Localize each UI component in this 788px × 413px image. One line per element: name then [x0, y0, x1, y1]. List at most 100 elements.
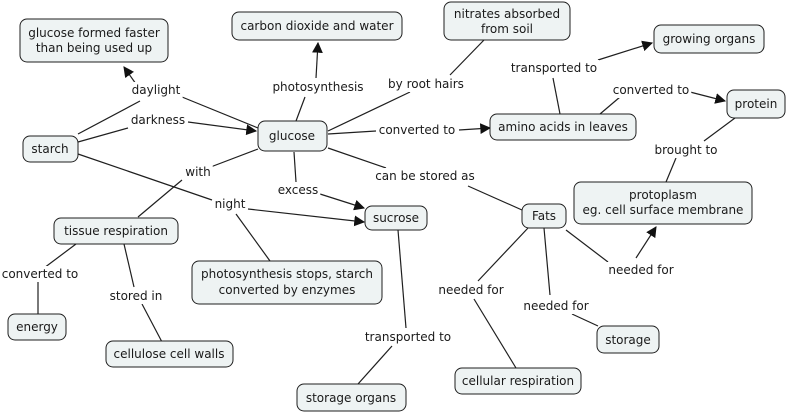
- concept-node-photosynthesis-stops[interactable]: photosynthesis stops, starch converted b…: [191, 260, 383, 305]
- link-line: [293, 151, 297, 183]
- link-line: [597, 40, 654, 61]
- link-label-can-be-stored-as: can be stored as: [375, 169, 475, 183]
- link-label-by-root-hairs: by root hairs: [388, 77, 464, 91]
- link-label-with: with: [185, 165, 210, 179]
- link-line: [565, 229, 609, 263]
- link-line: [327, 147, 387, 169]
- link-line: [635, 226, 657, 259]
- link-label-daylight: daylight: [132, 83, 181, 97]
- link-line: [327, 91, 411, 132]
- link-line: [77, 153, 213, 201]
- link-label-transported-to: transported to: [511, 61, 597, 75]
- link-line: [477, 227, 529, 282]
- link-line: [599, 96, 621, 115]
- link-label-converted-to: converted to: [379, 123, 456, 137]
- link-label-night: night: [215, 197, 246, 211]
- link-line: [467, 185, 523, 211]
- link-label-background: [376, 122, 458, 138]
- concept-label: starch: [31, 142, 68, 156]
- concept-node-energy[interactable]: energy: [7, 313, 67, 341]
- concept-label: protein: [735, 97, 778, 111]
- concept-node-carbon-dioxide-and-water[interactable]: carbon dioxide and water: [231, 11, 403, 41]
- concept-label: converted by enzymes: [219, 283, 356, 297]
- link-label-background: [128, 112, 188, 128]
- concept-node-starch[interactable]: starch: [22, 135, 79, 163]
- concept-node-growing-organs[interactable]: growing organs: [653, 24, 765, 54]
- link-label-stored-in: stored in: [110, 289, 163, 303]
- link-line: [319, 193, 366, 211]
- link-line: [123, 66, 137, 85]
- concept-label: cellular respiration: [462, 374, 574, 388]
- concept-node-storage[interactable]: storage: [596, 325, 660, 354]
- link-label-background: [386, 76, 466, 92]
- concept-node-protoplasm[interactable]: protoplasm eg. cell surface membrane: [573, 181, 753, 225]
- concept-node-nitrates[interactable]: nitrates absorbed from soil: [443, 1, 571, 41]
- concept-label: tissue respiration: [64, 224, 168, 238]
- link-line: [123, 243, 135, 288]
- link-line: [357, 345, 393, 385]
- concept-node-protein[interactable]: protein: [726, 89, 786, 119]
- link-label-brought-to: brought to: [654, 143, 717, 157]
- concept-node-cellulose-cell-walls[interactable]: cellulose cell walls: [105, 340, 234, 368]
- link-label-background: [436, 282, 506, 298]
- concept-label: amino acids in leaves: [498, 120, 628, 134]
- link-label-converted-to: converted to: [613, 83, 690, 97]
- link-line: [449, 39, 485, 76]
- concept-label: storage: [605, 333, 651, 347]
- concept-node-glucose[interactable]: glucose: [257, 120, 328, 152]
- link-line: [473, 298, 517, 369]
- link-line: [689, 91, 727, 104]
- link-label-needed-for: needed for: [608, 263, 673, 277]
- concept-label: glucose formed faster: [28, 26, 160, 40]
- link-label-background: [275, 182, 321, 198]
- link-label-excess: excess: [278, 183, 319, 197]
- concept-label: photosynthesis stops, starch: [201, 267, 373, 281]
- link-line: [571, 313, 599, 327]
- concept-label: sucrose: [373, 211, 419, 225]
- link-label-background: [212, 196, 248, 212]
- link-label-background: [373, 168, 477, 184]
- concept-label: carbon dioxide and water: [240, 19, 393, 33]
- link-label-background: [610, 82, 692, 98]
- link-label-converted-to: converted to: [2, 267, 79, 281]
- link-line: [187, 121, 258, 136]
- link-label-background: [183, 164, 213, 180]
- concept-label: growing organs: [663, 32, 756, 46]
- link-line: [665, 157, 677, 183]
- link-line: [397, 229, 407, 329]
- link-line: [703, 117, 736, 142]
- concept-label: protoplasm: [629, 188, 697, 202]
- link-line: [137, 179, 183, 218]
- link-label-photosynthesis: photosynthesis: [272, 80, 363, 94]
- concept-node-sucrose[interactable]: sucrose: [364, 205, 428, 231]
- concept-label: energy: [16, 320, 58, 334]
- concept-label: eg. cell surface membrane: [583, 203, 744, 217]
- link-label-background: [270, 79, 366, 95]
- link-label-background: [508, 60, 600, 76]
- concept-label: than being used up: [36, 41, 152, 55]
- link-line: [77, 127, 129, 143]
- link-line: [207, 148, 259, 169]
- link-label-background: [107, 288, 165, 304]
- link-line: [295, 96, 306, 122]
- link-label-background: [521, 298, 591, 314]
- link-line: [552, 77, 561, 115]
- link-line: [43, 243, 77, 269]
- link-line: [181, 96, 259, 129]
- link-label-background: [652, 142, 720, 158]
- concept-label: storage organs: [306, 391, 396, 405]
- concept-node-tissue-respiration[interactable]: tissue respiration: [53, 217, 179, 245]
- concept-node-fats[interactable]: Fats: [521, 203, 567, 229]
- concept-node-storage-organs[interactable]: storage organs: [296, 383, 407, 412]
- link-line: [543, 227, 551, 296]
- link-label-background: [0, 266, 81, 282]
- link-line: [312, 41, 323, 79]
- link-label-backgrounds: [0, 60, 720, 345]
- concept-node-glucose-formed-faster[interactable]: glucose formed faster than being used up: [19, 18, 169, 63]
- concept-node-amino-acids-in-leaves[interactable]: amino acids in leaves: [489, 113, 637, 141]
- concept-label: nitrates absorbed: [454, 7, 560, 21]
- link-label-darkness: darkness: [131, 113, 185, 127]
- link-line: [141, 303, 163, 343]
- link-line: [458, 123, 492, 135]
- concept-node-cellular-respiration[interactable]: cellular respiration: [454, 367, 582, 395]
